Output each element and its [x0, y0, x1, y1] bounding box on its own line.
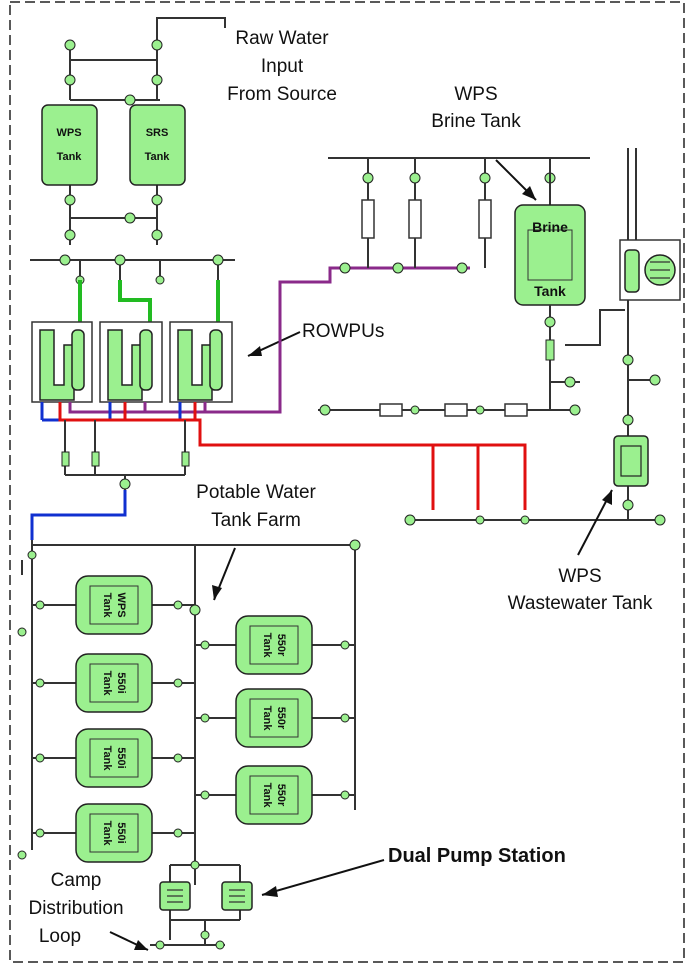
camp-label-3: Loop [39, 926, 81, 947]
potable-label-1: Potable Water [196, 482, 316, 503]
wps-brine-label-1: WPS [454, 84, 497, 105]
product-pipe [40, 402, 182, 420]
raw-water-label: Raw Water Input From Source [227, 28, 337, 105]
wps-tank-top: WPS Tank [41, 104, 98, 186]
dual-pump-station [150, 860, 253, 950]
farm-tank-left-1-label2: Tank [101, 593, 113, 619]
wps-tank-top-label2: Tank [57, 151, 83, 163]
farm-tank-left-4-label1: 550i [115, 822, 127, 843]
farm-tank-right-1-label2: Tank [261, 633, 273, 659]
farm-tank-left-2: 550i Tank [75, 653, 153, 713]
frame-border [9, 1, 685, 963]
srs-tank-top-label2: Tank [145, 151, 171, 163]
brine-pipe [68, 266, 470, 414]
dual-pump-arrow [261, 859, 385, 896]
farm-tank-left-1: WPS Tank [75, 575, 153, 635]
farm-tank-left-2-label2: Tank [101, 671, 113, 697]
rowpu-units [31, 280, 233, 403]
farm-tank-left-2-label1: 550i [115, 672, 127, 693]
camp-label-1: Camp [51, 870, 102, 891]
farm-tank-left-1-label1: WPS [115, 592, 127, 617]
raw-water-label-1: Raw Water [235, 28, 329, 49]
farm-tank-left-4-label2: Tank [101, 821, 113, 847]
brine-filter-array: Brine Tank [318, 157, 625, 417]
wps-waste-label-1: WPS [558, 566, 601, 587]
farm-tank-right-2-label2: Tank [261, 706, 273, 732]
farm-tank-right-3-label1: 550r [275, 784, 287, 807]
farm-tank-right-1-label1: 550r [275, 634, 287, 657]
wps-brine-label-2: Brine Tank [431, 111, 521, 132]
srs-tank-top: SRS Tank [129, 104, 186, 186]
farm-tank-left-3-label1: 550i [115, 747, 127, 768]
camp-label-2: Distribution [28, 898, 123, 919]
farm-tank-right-3-label2: Tank [261, 783, 273, 809]
farm-tank-left-4: 550i Tank [75, 803, 153, 863]
farm-tank-right-2-label1: 550r [275, 707, 287, 730]
srs-tank-top-label1: SRS [146, 127, 169, 139]
farm-tank-left-3: 550i Tank [75, 728, 153, 788]
wps-waste-label-2: Wastewater Tank [508, 593, 653, 614]
waste-pipe [58, 402, 527, 510]
rowpus-label: ROWPUs [302, 321, 384, 342]
brine-tank-label1: Brine [532, 219, 568, 235]
wastewater-section [404, 148, 681, 526]
raw-water-section: WPS Tank SRS Tank [30, 17, 235, 285]
potable-label-2: Tank Farm [211, 510, 301, 531]
raw-water-label-2: Input [261, 56, 304, 77]
farm-tank-right-1: 550r Tank [235, 615, 313, 675]
raw-water-label-3: From Source [227, 84, 337, 105]
farm-tank-right-2: 550r Tank [235, 688, 313, 748]
farm-tank-right-3: 550r Tank [235, 765, 313, 825]
wps-tank-top-label1: WPS [56, 127, 81, 139]
farm-tank-left-3-label2: Tank [101, 746, 113, 772]
dual-pump-label: Dual Pump Station [388, 845, 566, 867]
brine-tank-label2: Tank [534, 283, 566, 299]
